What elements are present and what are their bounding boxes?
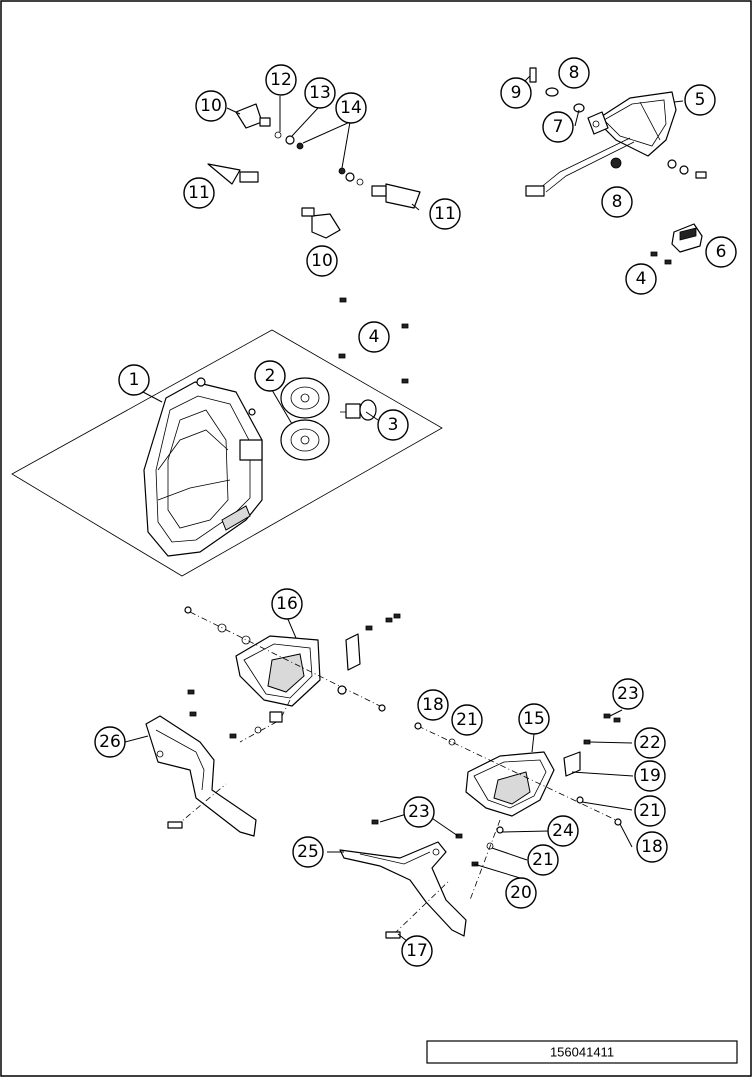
- aux-light-right: [417, 725, 621, 901]
- turn-signal-rear-right: [371, 183, 421, 209]
- screws-headlight: [338, 297, 409, 384]
- callout-15: 15: [518, 703, 550, 735]
- callout-22: 22: [634, 727, 666, 759]
- callout-18-left: 18: [417, 689, 449, 721]
- reference-number: 156041411: [550, 1045, 614, 1060]
- callout-4-plate-light: 4: [625, 263, 657, 295]
- turn-signal-front-left: [235, 103, 271, 129]
- aux-light-left: [189, 611, 381, 743]
- svg-text:8: 8: [569, 63, 580, 83]
- svg-text:17: 17: [406, 941, 428, 961]
- callout-16: 16: [271, 588, 303, 620]
- bulb-holder-rings: [280, 377, 330, 461]
- callout-10-top: 10: [195, 90, 227, 122]
- callout-19: 19: [634, 760, 666, 792]
- callout-17: 17: [401, 935, 433, 967]
- callout-21-top: 21: [451, 704, 483, 736]
- callout-23-right: 23: [612, 678, 644, 710]
- callout-3: 3: [377, 409, 409, 441]
- svg-text:23: 23: [408, 802, 430, 822]
- svg-text:1: 1: [129, 370, 140, 390]
- svg-text:5: 5: [695, 90, 706, 110]
- callout-5: 5: [684, 84, 716, 116]
- callout-14: 14: [335, 92, 367, 124]
- svg-text:18: 18: [641, 837, 663, 857]
- svg-text:21: 21: [456, 710, 478, 730]
- svg-text:10: 10: [311, 251, 333, 271]
- callout-9: 9: [500, 77, 532, 109]
- svg-text:24: 24: [552, 821, 574, 841]
- svg-text:7: 7: [553, 117, 564, 137]
- reference-number-box: 156041411: [426, 1040, 738, 1064]
- callout-18-right: 18: [636, 831, 668, 863]
- svg-text:11: 11: [434, 204, 456, 224]
- license-plate-light: [671, 223, 703, 253]
- svg-text:25: 25: [297, 842, 319, 862]
- callout-12: 12: [265, 64, 297, 96]
- bracket-right: [339, 841, 467, 939]
- callout-6: 6: [705, 236, 737, 268]
- svg-text:6: 6: [716, 242, 727, 262]
- callout-24: 24: [547, 815, 579, 847]
- svg-text:14: 14: [340, 98, 362, 118]
- svg-text:21: 21: [639, 801, 661, 821]
- callout-11-left: 11: [183, 177, 215, 209]
- callout-4-headlight: 4: [358, 321, 390, 353]
- callout-1: 1: [118, 364, 150, 396]
- bracket-left: [145, 715, 257, 837]
- svg-text:18: 18: [422, 695, 444, 715]
- callout-13: 13: [304, 77, 336, 109]
- headlight-bulb: [340, 399, 377, 421]
- svg-text:19: 19: [639, 766, 661, 786]
- svg-text:16: 16: [276, 594, 298, 614]
- svg-text:26: 26: [99, 732, 121, 752]
- svg-text:21: 21: [532, 850, 554, 870]
- svg-text:10: 10: [200, 96, 222, 116]
- svg-text:8: 8: [612, 192, 623, 212]
- callout-21-right: 21: [634, 795, 666, 827]
- washers-nuts-top: [274, 131, 364, 186]
- callout-25: 25: [292, 836, 324, 868]
- svg-text:4: 4: [369, 327, 380, 347]
- headlight-housing: [143, 377, 263, 557]
- callout-23-center: 23: [403, 796, 435, 828]
- callout-20: 20: [505, 877, 537, 909]
- tail-light-fasteners: [529, 67, 707, 265]
- callout-8-top: 8: [558, 57, 590, 89]
- svg-text:9: 9: [511, 83, 522, 103]
- svg-text:4: 4: [636, 269, 647, 289]
- callout-8-bottom: 8: [601, 186, 633, 218]
- svg-text:11: 11: [188, 183, 210, 203]
- tail-light: [525, 91, 677, 197]
- callout-7: 7: [542, 111, 574, 143]
- headlight-group-frame: [11, 329, 443, 577]
- callout-11-right: 11: [429, 198, 461, 230]
- svg-text:20: 20: [510, 883, 532, 903]
- svg-text:3: 3: [388, 415, 399, 435]
- svg-text:13: 13: [309, 83, 331, 103]
- turn-signal-rear-left: [207, 163, 259, 185]
- callout-2: 2: [254, 360, 286, 392]
- svg-text:2: 2: [265, 366, 276, 386]
- turn-signal-front-right: [301, 207, 341, 239]
- svg-text:15: 15: [523, 709, 545, 729]
- svg-text:23: 23: [617, 684, 639, 704]
- svg-text:12: 12: [270, 70, 292, 90]
- callout-21-bottom: 21: [527, 844, 559, 876]
- callout-10-bottom: 10: [306, 245, 338, 277]
- callout-26: 26: [94, 726, 126, 758]
- svg-text:22: 22: [639, 733, 661, 753]
- aux-light-fasteners: [184, 606, 622, 867]
